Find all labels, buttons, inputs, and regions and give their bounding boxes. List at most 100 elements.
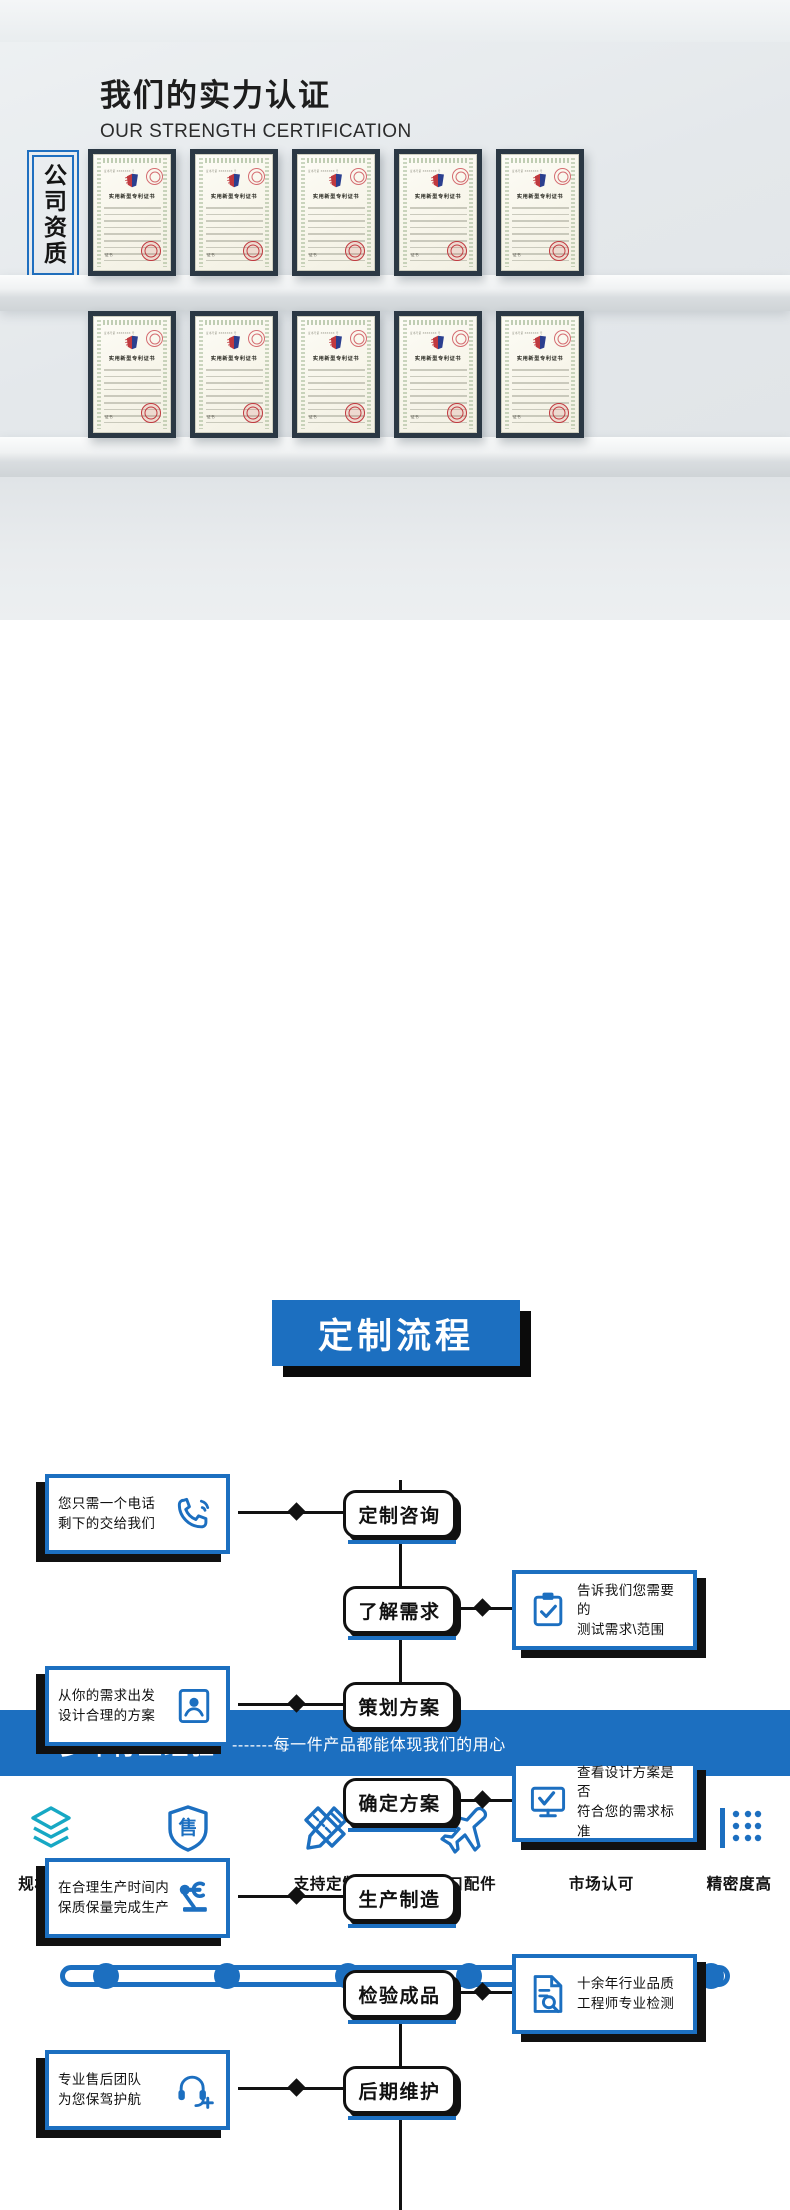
certificate-signature: 证书 [309, 415, 317, 419]
patent-logo-icon [125, 173, 138, 188]
certificate-edge-right [469, 158, 473, 267]
certificate-ornament [511, 320, 569, 325]
company-qualification-badge: 公司资质 [27, 150, 79, 280]
certificate-edge-right [571, 320, 575, 429]
flow-step: 在合理生产时间内 保质保量完成生产 生产制造 [0, 1858, 790, 1946]
page-title-cn: 我们的实力认证 [100, 78, 331, 113]
certificate-frame[interactable]: 证书号第 XXXXXXX 号 实用新型专利证书 证书 [292, 311, 380, 438]
step-pill[interactable]: 了解需求 [343, 1586, 456, 1634]
step-card-text: 告诉我们您需要的 测试需求\范围 [577, 1581, 684, 1640]
certificate-title: 实用新型专利证书 [516, 356, 564, 362]
feature-label: 市场认可 [568, 1876, 635, 1893]
certificate-text-lines [104, 369, 161, 428]
certificate-paper: 证书号第 XXXXXXX 号 实用新型专利证书 证书 [93, 316, 171, 433]
certificate-paper: 证书号第 XXXXXXX 号 实用新型专利证书 证书 [93, 154, 171, 271]
step-description-card[interactable]: 查看设计方案是否 符合您的需求标准 [512, 1762, 697, 1842]
step-description-card[interactable]: 专业售后团队 为您保驾护航 [45, 2050, 230, 2130]
patent-logo-icon [329, 173, 342, 188]
step-label: 检验成品 [358, 1985, 441, 2007]
step-description-card[interactable]: 十余年行业品质 工程师专业检测 [512, 1954, 697, 2034]
certificate-edge-right [571, 158, 575, 267]
step-description-card[interactable]: 您只需一个电话 剩下的交给我们 [45, 1474, 230, 1554]
certificate-ornament [307, 158, 365, 163]
certificate-ornament [307, 320, 365, 325]
step-connector-diamond [473, 1598, 492, 1617]
certificate-signature: 证书 [309, 253, 317, 257]
step-label: 策划方案 [358, 1697, 441, 1719]
step-description-card[interactable]: 告诉我们您需要的 测试需求\范围 [512, 1570, 697, 1650]
flow-step: 专业售后团队 为您保驾护航 后期维护 [0, 2050, 790, 2138]
certificate-header-note: 证书号第 XXXXXXX 号 [410, 332, 441, 335]
step-card-line-1: 告诉我们您需要的 [577, 1582, 675, 1618]
certificate-frame[interactable]: 证书号第 XXXXXXX 号 实用新型专利证书 证书 [394, 149, 482, 276]
certificate-header-note: 证书号第 XXXXXXX 号 [206, 170, 237, 173]
certificate-edge-left [403, 320, 407, 429]
certificate-seal [141, 241, 161, 261]
certificate-edge-right [163, 320, 167, 429]
certificate-title: 实用新型专利证书 [414, 356, 462, 362]
shelf-upper [0, 275, 790, 311]
feature-item[interactable]: 精密度高 [688, 1798, 790, 1894]
certificate-stamp-top [350, 168, 367, 185]
certificate-edge-left [301, 320, 305, 429]
certificate-text-lines [512, 369, 569, 428]
robot-arm-icon [171, 1875, 217, 1921]
certificate-frame[interactable]: 证书号第 XXXXXXX 号 实用新型专利证书 证书 [88, 311, 176, 438]
patent-logo-icon [431, 335, 444, 350]
flow-title-text: 定制流程 [317, 1316, 474, 1356]
certificate-header-note: 证书号第 XXXXXXX 号 [104, 332, 135, 335]
certificate-stamp-top [248, 168, 265, 185]
step-card-line-2: 测试需求\范围 [577, 1621, 665, 1637]
certificate-text-lines [308, 369, 365, 428]
certificate-paper: 证书号第 XXXXXXX 号 实用新型专利证书 证书 [399, 154, 477, 271]
certificate-edge-left [301, 158, 305, 267]
step-label: 确定方案 [358, 1793, 441, 1815]
layers-icon [21, 1798, 81, 1858]
certificate-frame[interactable]: 证书号第 XXXXXXX 号 实用新型专利证书 证书 [496, 311, 584, 438]
certification-header: 我们的实力认证 OUR STRENGTH CERTIFICATION [100, 78, 412, 143]
step-label: 了解需求 [358, 1601, 441, 1623]
certificate-ornament [511, 158, 569, 163]
certificate-frame[interactable]: 证书号第 XXXXXXX 号 实用新型专利证书 证书 [190, 311, 278, 438]
certificate-seal [549, 241, 569, 261]
certificate-frame[interactable]: 证书号第 XXXXXXX 号 实用新型专利证书 证书 [190, 149, 278, 276]
feature-item[interactable]: 支持定制 [275, 1798, 377, 1894]
certificate-title: 实用新型专利证书 [516, 194, 564, 200]
document-search-icon [525, 1971, 571, 2017]
patent-logo-icon [533, 173, 546, 188]
step-card-line-2: 保质保量完成生产 [58, 1900, 170, 1915]
document-user-icon [171, 1683, 217, 1729]
certificate-signature: 证书 [411, 253, 419, 257]
certificate-seal [243, 403, 263, 423]
process-flow-section: 定制流程 您只需一个电话 剩下的交给我们 定制咨询 告诉我们您需要的 测试需求\… [0, 620, 790, 2210]
certificate-frame[interactable]: 证书号第 XXXXXXX 号 实用新型专利证书 证书 [88, 149, 176, 276]
certificate-edge-left [199, 158, 203, 267]
step-pill[interactable]: 定制咨询 [343, 1490, 456, 1538]
certificate-edge-right [265, 158, 269, 267]
certificate-stamp-top [248, 330, 265, 347]
certificate-header-note: 证书号第 XXXXXXX 号 [308, 170, 339, 173]
certificate-frame[interactable]: 证书号第 XXXXXXX 号 实用新型专利证书 证书 [496, 149, 584, 276]
step-pill[interactable]: 策划方案 [343, 1682, 456, 1730]
shelf-base [0, 477, 790, 620]
certificate-seal [345, 241, 365, 261]
certificate-seal [447, 241, 467, 261]
certificate-text-lines [206, 207, 263, 266]
certificate-stamp-top [146, 168, 163, 185]
step-pill[interactable]: 检验成品 [343, 1970, 456, 2018]
certificate-signature: 证书 [513, 415, 521, 419]
step-pill-accent [348, 1828, 456, 1832]
step-pill[interactable]: 确定方案 [343, 1778, 456, 1826]
certificate-header-note: 证书号第 XXXXXXX 号 [410, 170, 441, 173]
certificate-stamp-top [554, 330, 571, 347]
step-description-card[interactable]: 在合理生产时间内 保质保量完成生产 [45, 1858, 230, 1938]
certificate-row-1: 证书号第 XXXXXXX 号 实用新型专利证书 证书 证书号第 XXXXXXX … [88, 149, 584, 276]
certificate-frame[interactable]: 证书号第 XXXXXXX 号 实用新型专利证书 证书 [292, 149, 380, 276]
step-pill[interactable]: 后期维护 [343, 2066, 456, 2114]
certificate-edge-right [163, 158, 167, 267]
certificate-frame[interactable]: 证书号第 XXXXXXX 号 实用新型专利证书 证书 [394, 311, 482, 438]
step-pill[interactable]: 生产制造 [343, 1874, 456, 1922]
step-card-text: 查看设计方案是否 符合您的需求标准 [577, 1763, 684, 1841]
step-description-card[interactable]: 从你的需求出发 设计合理的方案 [45, 1666, 230, 1746]
step-connector-diamond [287, 2078, 306, 2097]
